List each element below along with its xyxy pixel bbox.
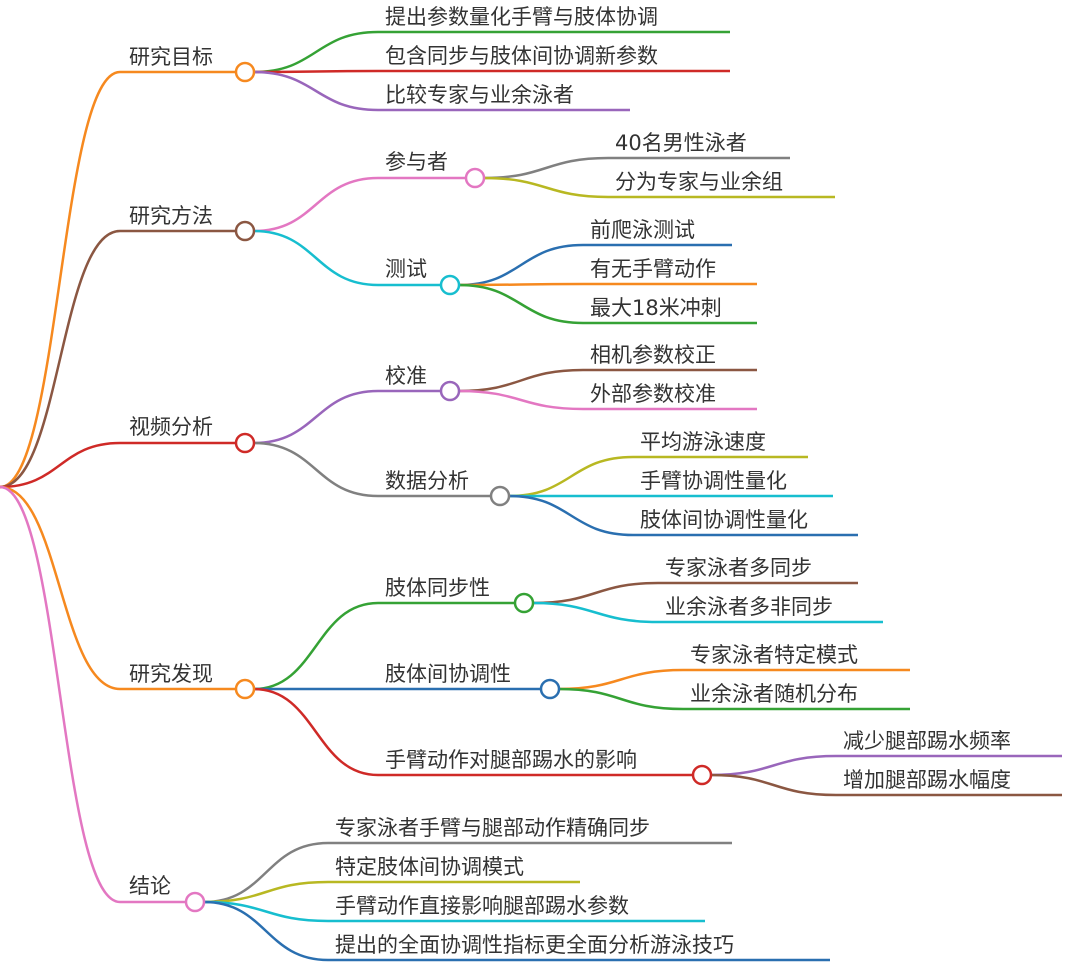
node-circle-participants[interactable] (464, 167, 486, 189)
node-test-2[interactable]: 有无手臂动作 (590, 257, 716, 281)
edge-root-goal (0, 70, 121, 489)
edge-conc-2 (203, 880, 329, 904)
edge-root-conclusion (0, 485, 121, 904)
node-circle-data-analysis[interactable] (489, 485, 511, 507)
edge-test (253, 229, 379, 287)
edge-goal-2 (253, 69, 379, 74)
edge-root-method (0, 229, 121, 489)
edge-arm-1 (710, 754, 837, 777)
edge-arm-2 (710, 773, 837, 797)
edge-conc-4 (203, 900, 329, 962)
edge-data-1 (508, 455, 634, 498)
node-circle-inter[interactable] (539, 678, 561, 700)
node-conc-3[interactable]: 手臂动作直接影响腿部踢水参数 (335, 894, 629, 918)
node-conc-1[interactable]: 专家泳者手臂与腿部动作精确同步 (335, 816, 650, 840)
edge-sync-1 (532, 581, 659, 605)
node-findings[interactable]: 研究发现 (129, 662, 213, 686)
node-circle-test[interactable] (439, 274, 461, 296)
edge-participants (253, 176, 379, 233)
node-calibration-2[interactable]: 外部参数校准 (590, 382, 716, 406)
node-sync-1[interactable]: 专家泳者多同步 (665, 556, 812, 580)
node-goal-2[interactable]: 包含同步与肢体间协调新参数 (385, 44, 658, 68)
edge-inter-2 (558, 687, 684, 711)
edge-data-3 (508, 494, 634, 537)
node-circle-findings[interactable] (234, 678, 256, 700)
edge-conc-1 (203, 841, 329, 904)
node-circle-method[interactable] (234, 220, 256, 242)
mindmap-nodes (184, 61, 713, 913)
edge-sync-2 (532, 601, 659, 624)
node-calibration-1[interactable]: 相机参数校正 (590, 343, 716, 367)
node-data-3[interactable]: 肢体间协调性量化 (640, 508, 808, 532)
edge-calibration-1 (458, 368, 584, 393)
edge-participants-1 (483, 156, 609, 180)
edge-root-video (0, 441, 121, 489)
node-arm-2[interactable]: 增加腿部踢水幅度 (843, 768, 1011, 792)
node-goal[interactable]: 研究目标 (129, 45, 213, 69)
edge-inter-1 (558, 668, 684, 691)
node-test-1[interactable]: 前爬泳测试 (590, 218, 695, 242)
node-data-analysis[interactable]: 数据分析 (385, 469, 469, 493)
edge-goal-3 (253, 70, 379, 112)
node-circle-video[interactable] (234, 432, 256, 454)
node-inter-2[interactable]: 业余泳者随机分布 (690, 682, 858, 706)
node-test[interactable]: 测试 (385, 257, 427, 281)
mindmap-underlines (120, 30, 1062, 962)
node-inter[interactable]: 肢体间协调性 (385, 662, 511, 686)
node-circle-goal[interactable] (234, 61, 256, 83)
node-circle-conclusion[interactable] (184, 891, 206, 913)
node-circle-calibration[interactable] (439, 380, 461, 402)
node-arm[interactable]: 手臂动作对腿部踢水的影响 (385, 748, 637, 772)
edge-calibration (253, 389, 379, 445)
edge-test-3 (458, 283, 584, 325)
edge-goal-1 (253, 30, 379, 74)
node-participants[interactable]: 参与者 (385, 150, 448, 174)
edge-test-1 (458, 243, 584, 287)
node-circle-sync[interactable] (513, 592, 535, 614)
node-conclusion[interactable]: 结论 (129, 874, 171, 898)
node-arm-1[interactable]: 减少腿部踢水频率 (843, 729, 1011, 753)
edge-participants-2 (483, 176, 609, 199)
edge-arm (253, 687, 379, 777)
node-participants-1[interactable]: 40名男性泳者 (615, 131, 747, 155)
node-sync-2[interactable]: 业余泳者多非同步 (665, 595, 833, 619)
node-circle-arm[interactable] (691, 764, 713, 786)
node-conc-2[interactable]: 特定肢体间协调模式 (335, 855, 524, 879)
mindmap-edges (0, 30, 837, 962)
node-goal-1[interactable]: 提出参数量化手臂与肢体协调 (385, 5, 658, 29)
node-data-2[interactable]: 手臂协调性量化 (640, 469, 787, 493)
node-conc-4[interactable]: 提出的全面协调性指标更全面分析游泳技巧 (335, 933, 734, 957)
edge-data-analysis (253, 441, 379, 498)
edge-root-findings (0, 485, 121, 691)
node-method[interactable]: 研究方法 (129, 204, 213, 228)
node-data-1[interactable]: 平均游泳速度 (640, 430, 766, 454)
node-video[interactable]: 视频分析 (129, 415, 213, 439)
node-calibration[interactable]: 校准 (385, 364, 427, 388)
edge-test-2 (458, 282, 584, 287)
node-goal-3[interactable]: 比较专家与业余泳者 (385, 83, 574, 107)
edge-sync (253, 601, 379, 691)
edge-calibration-2 (458, 389, 584, 411)
node-inter-1[interactable]: 专家泳者特定模式 (690, 643, 858, 667)
node-test-3[interactable]: 最大18米冲刺 (590, 296, 722, 320)
node-participants-2[interactable]: 分为专家与业余组 (615, 170, 783, 194)
node-sync[interactable]: 肢体同步性 (385, 576, 490, 600)
